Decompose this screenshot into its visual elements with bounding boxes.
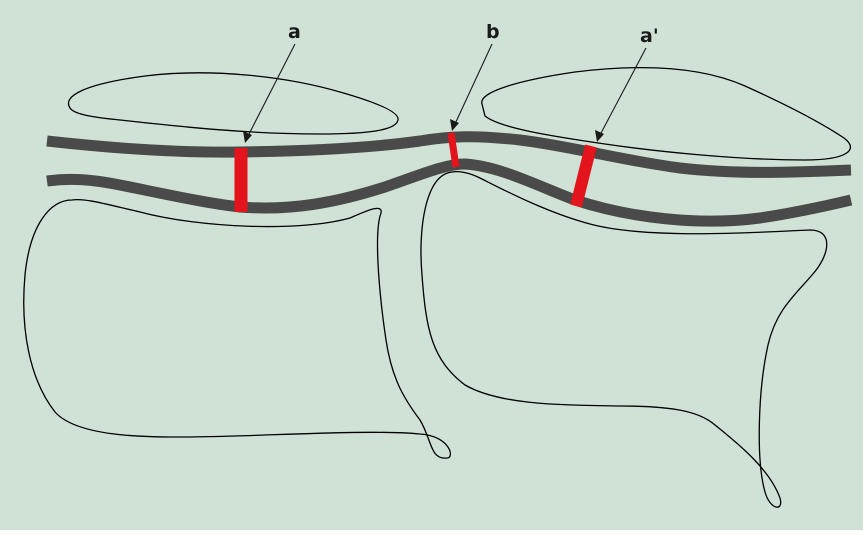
upper-left-outline bbox=[67, 72, 399, 135]
pointer-b bbox=[454, 43, 493, 125]
upper-right-outline bbox=[481, 66, 851, 161]
lower-band bbox=[46, 158, 853, 227]
pointer-a-prime bbox=[599, 47, 647, 136]
upper-band bbox=[46, 131, 852, 178]
label-a-prime: a' bbox=[640, 25, 659, 47]
marker-a-prime bbox=[570, 144, 597, 208]
lower-right-outline bbox=[420, 171, 828, 508]
label-b: b bbox=[486, 21, 500, 43]
arrowhead-a-prime bbox=[595, 130, 604, 142]
arrowhead-b bbox=[450, 119, 459, 131]
pointer-a bbox=[247, 43, 296, 137]
label-a: a bbox=[288, 21, 301, 43]
arrowhead-a bbox=[243, 131, 252, 143]
marker-b bbox=[447, 132, 460, 168]
lower-left-outline bbox=[23, 198, 452, 459]
